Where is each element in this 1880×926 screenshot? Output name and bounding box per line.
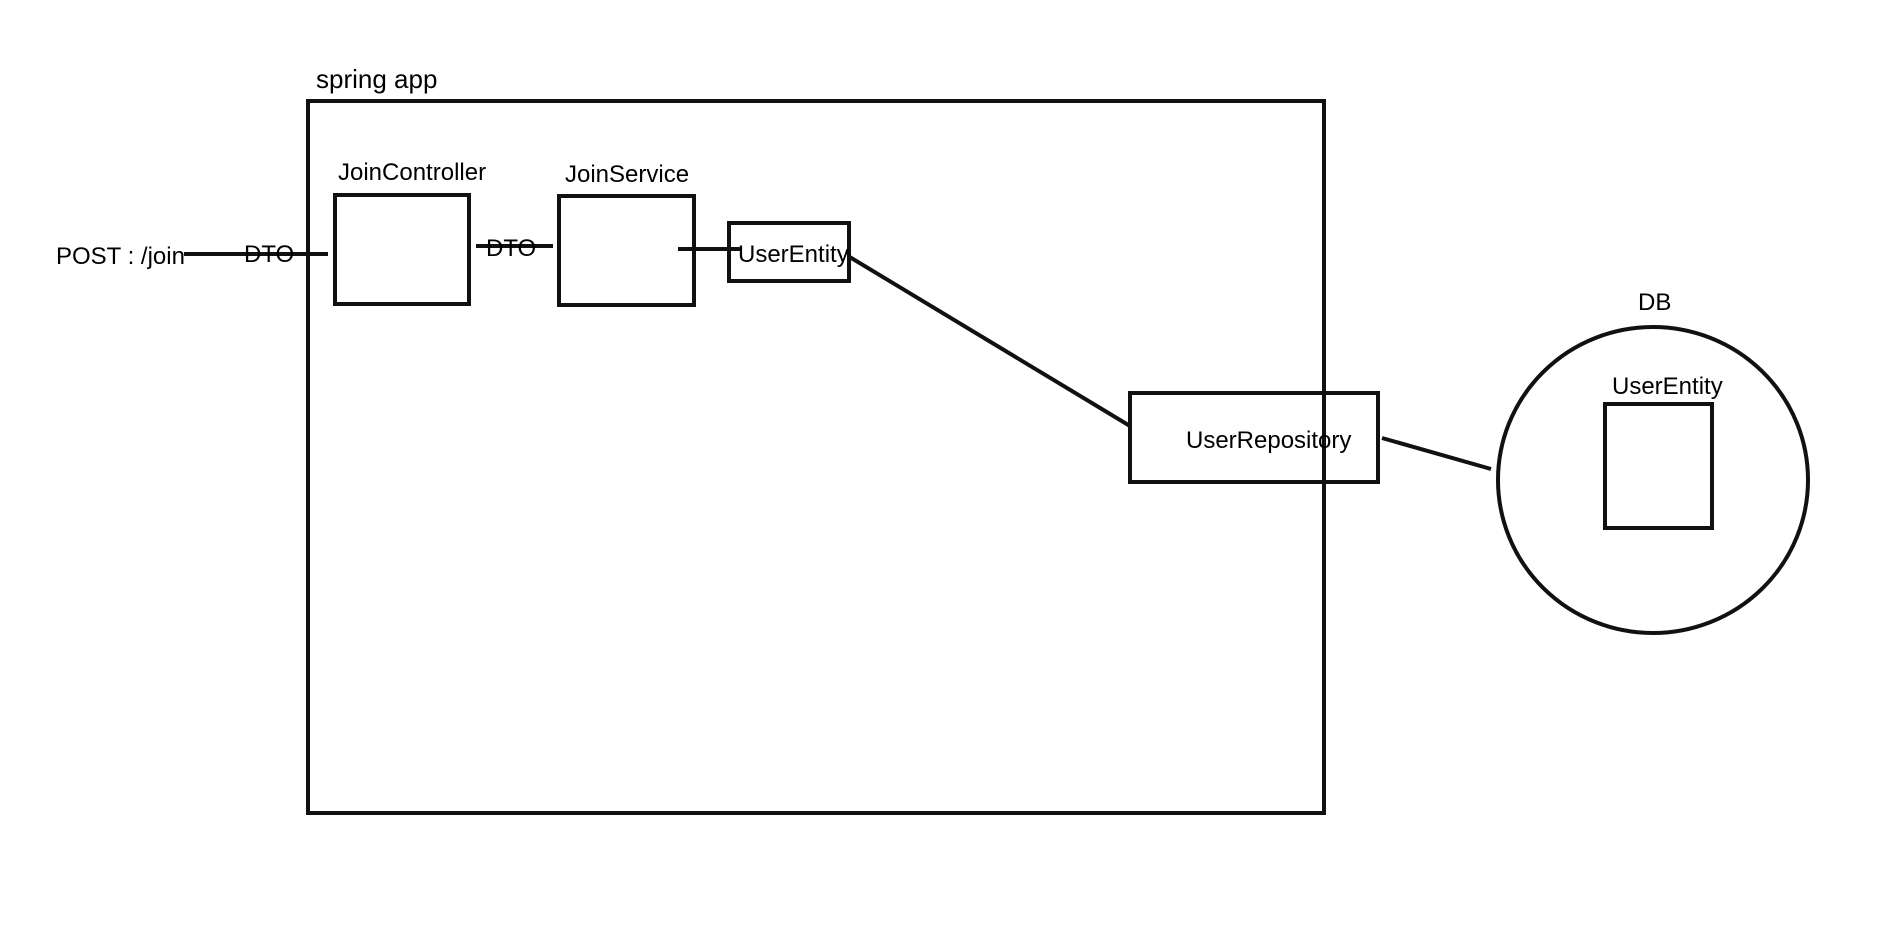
dto-label-request: DTO [244,241,294,268]
request-label: POST : /join [56,243,185,270]
db-cylinder-circle [1496,325,1810,635]
spring-app-label: spring app [316,64,437,94]
dto-label-service: DTO [486,235,536,262]
db-user-entity-label: UserEntity [1612,373,1723,400]
db-user-entity-box [1603,402,1714,530]
spring-app-container [306,99,1326,815]
join-service-box [557,194,696,307]
user-entity-label: UserEntity [738,241,849,268]
entity-repository-connector [846,254,1132,428]
repository-db-connector [1381,436,1492,471]
user-repository-label: UserRepository [1186,427,1351,454]
db-label: DB [1638,289,1671,316]
join-service-label: JoinService [565,161,689,188]
user-entity-box [727,221,851,283]
join-controller-label: JoinController [338,159,486,186]
user-repository-box [1128,391,1380,484]
join-controller-box [333,193,471,306]
